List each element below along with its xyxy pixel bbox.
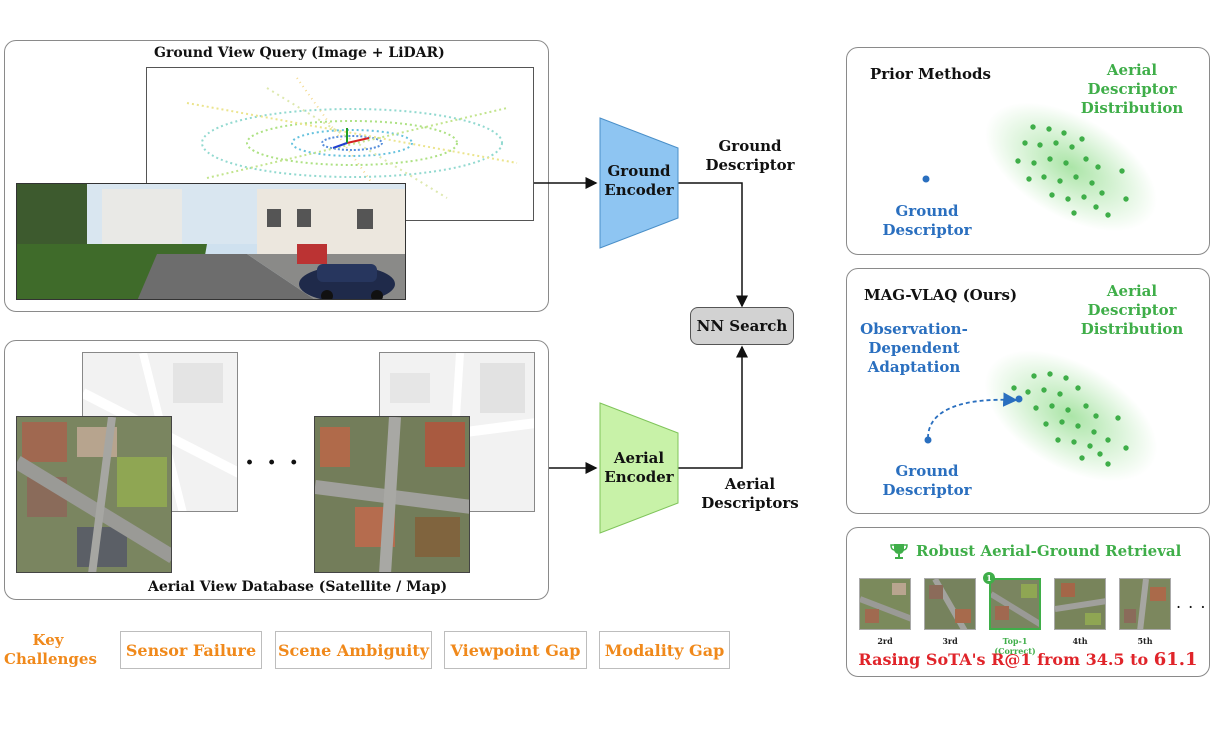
prior-distribution-plot bbox=[922, 102, 1157, 232]
aerial-ellipsis: · · · bbox=[245, 448, 301, 478]
trophy-icon bbox=[890, 544, 908, 559]
retrieval-ellipsis: . . . bbox=[1176, 593, 1207, 612]
ground-view-title: Ground View Query (Image + LiDAR) bbox=[154, 45, 445, 61]
rank-label-top1: Top-1 (Correct) bbox=[994, 636, 1036, 656]
retrieval-thumb-3rd bbox=[924, 578, 976, 630]
retrieval-thumb-4th bbox=[1054, 578, 1106, 630]
challenge-sensor-failure: Sensor Failure bbox=[120, 631, 262, 669]
street-photo bbox=[16, 183, 406, 300]
challenge-viewpoint-gap: Viewpoint Gap bbox=[444, 631, 587, 669]
ours-distribution-plot bbox=[924, 350, 1158, 482]
retrieval-thumb-5th bbox=[1119, 578, 1171, 630]
correct-badge: 1 bbox=[983, 572, 995, 584]
challenge-scene-ambiguity: Scene Ambiguity bbox=[275, 631, 432, 669]
aerial-encoder-shape bbox=[599, 402, 679, 534]
rank-label-2rd: 2rd bbox=[877, 636, 893, 646]
sota-result: Rasing SoTA's R@1 from 34.5 to 61.1 bbox=[846, 649, 1210, 670]
retrieval-title: Robust Aerial-Ground Retrieval bbox=[916, 542, 1182, 560]
satellite-tile-2 bbox=[314, 416, 470, 573]
sota-result-prefix: Rasing SoTA's R@1 from 34.5 to bbox=[858, 650, 1154, 669]
challenge-modality-gap: Modality Gap bbox=[599, 631, 730, 669]
ground-encoder-shape bbox=[599, 117, 679, 249]
rank-label-3rd: 3rd bbox=[942, 636, 958, 646]
sota-result-value: 61.1 bbox=[1153, 649, 1198, 670]
nn-search-box: NN Search bbox=[690, 307, 794, 345]
retrieval-header: Robust Aerial-Ground Retrieval bbox=[890, 542, 1181, 560]
prior-methods-title: Prior Methods bbox=[870, 65, 991, 83]
rank-label-5th: 5th bbox=[1137, 636, 1153, 646]
retrieval-thumb-top1 bbox=[989, 578, 1041, 630]
ours-title: MAG-VLAQ (Ours) bbox=[864, 286, 1018, 304]
retrieval-thumb-2rd bbox=[859, 578, 911, 630]
rank-label-4th: 4th bbox=[1072, 636, 1088, 646]
satellite-tile-1 bbox=[16, 416, 172, 573]
aerial-view-title: Aerial View Database (Satellite / Map) bbox=[148, 579, 448, 595]
